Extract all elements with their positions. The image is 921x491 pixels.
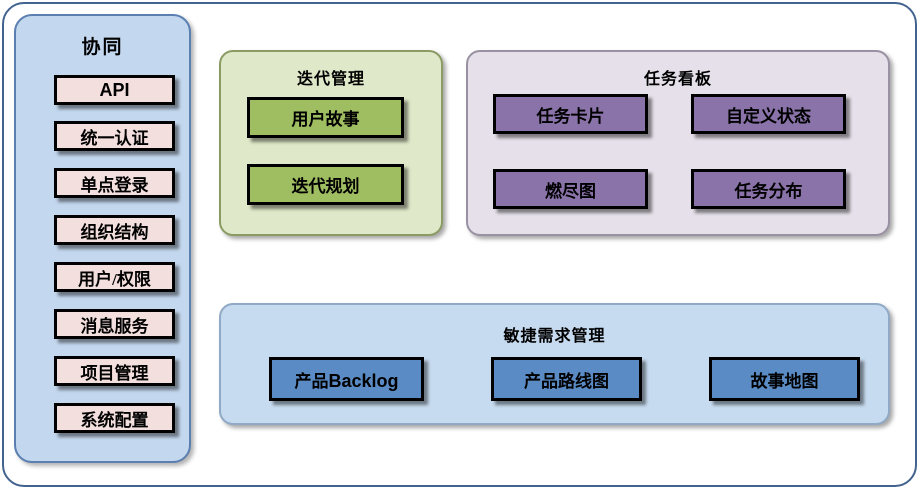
panel-collaboration-title: 协同 [81,37,124,58]
panel-iteration-management[interactable]: 迭代管理 用户故事 迭代规划 [219,50,443,236]
iteration-item-iteration-planning[interactable]: 迭代规划 [247,164,404,205]
panel-task-board[interactable]: 任务看板 任务卡片 自定义状态 燃尽图 任务分布 [466,50,890,236]
sidebar-item-org-structure[interactable]: 组织结构 [54,215,175,245]
sidebar-item-project-management[interactable]: 项目管理 [54,356,175,386]
iteration-item-user-story[interactable]: 用户故事 [247,97,404,138]
sidebar-item-api[interactable]: API [54,75,175,105]
sidebar-item-system-config[interactable]: 系统配置 [54,403,175,433]
taskboard-item-task-card[interactable]: 任务卡片 [493,94,648,134]
sidebar-item-user-permission[interactable]: 用户/权限 [54,262,175,292]
taskboard-item-custom-status[interactable]: 自定义状态 [691,94,846,134]
taskboard-item-burndown-chart[interactable]: 燃尽图 [493,169,648,209]
sidebar-item-sso[interactable]: 单点登录 [54,168,175,198]
sidebar-item-message-service[interactable]: 消息服务 [54,309,175,339]
taskboard-item-task-distribution[interactable]: 任务分布 [691,169,846,209]
panel-agile-requirement-management-title: 敏捷需求管理 [503,328,606,345]
panel-iteration-management-title: 迭代管理 [296,71,365,88]
agile-item-story-map[interactable]: 故事地图 [709,357,860,401]
panel-collaboration[interactable]: 协同 API 统一认证 单点登录 组织结构 用户/权限 消息服务 项目管理 系统… [14,14,191,463]
panel-task-board-title: 任务看板 [643,71,712,88]
sidebar-item-unified-auth[interactable]: 统一认证 [54,121,175,151]
agile-item-product-roadmap[interactable]: 产品路线图 [491,357,642,401]
